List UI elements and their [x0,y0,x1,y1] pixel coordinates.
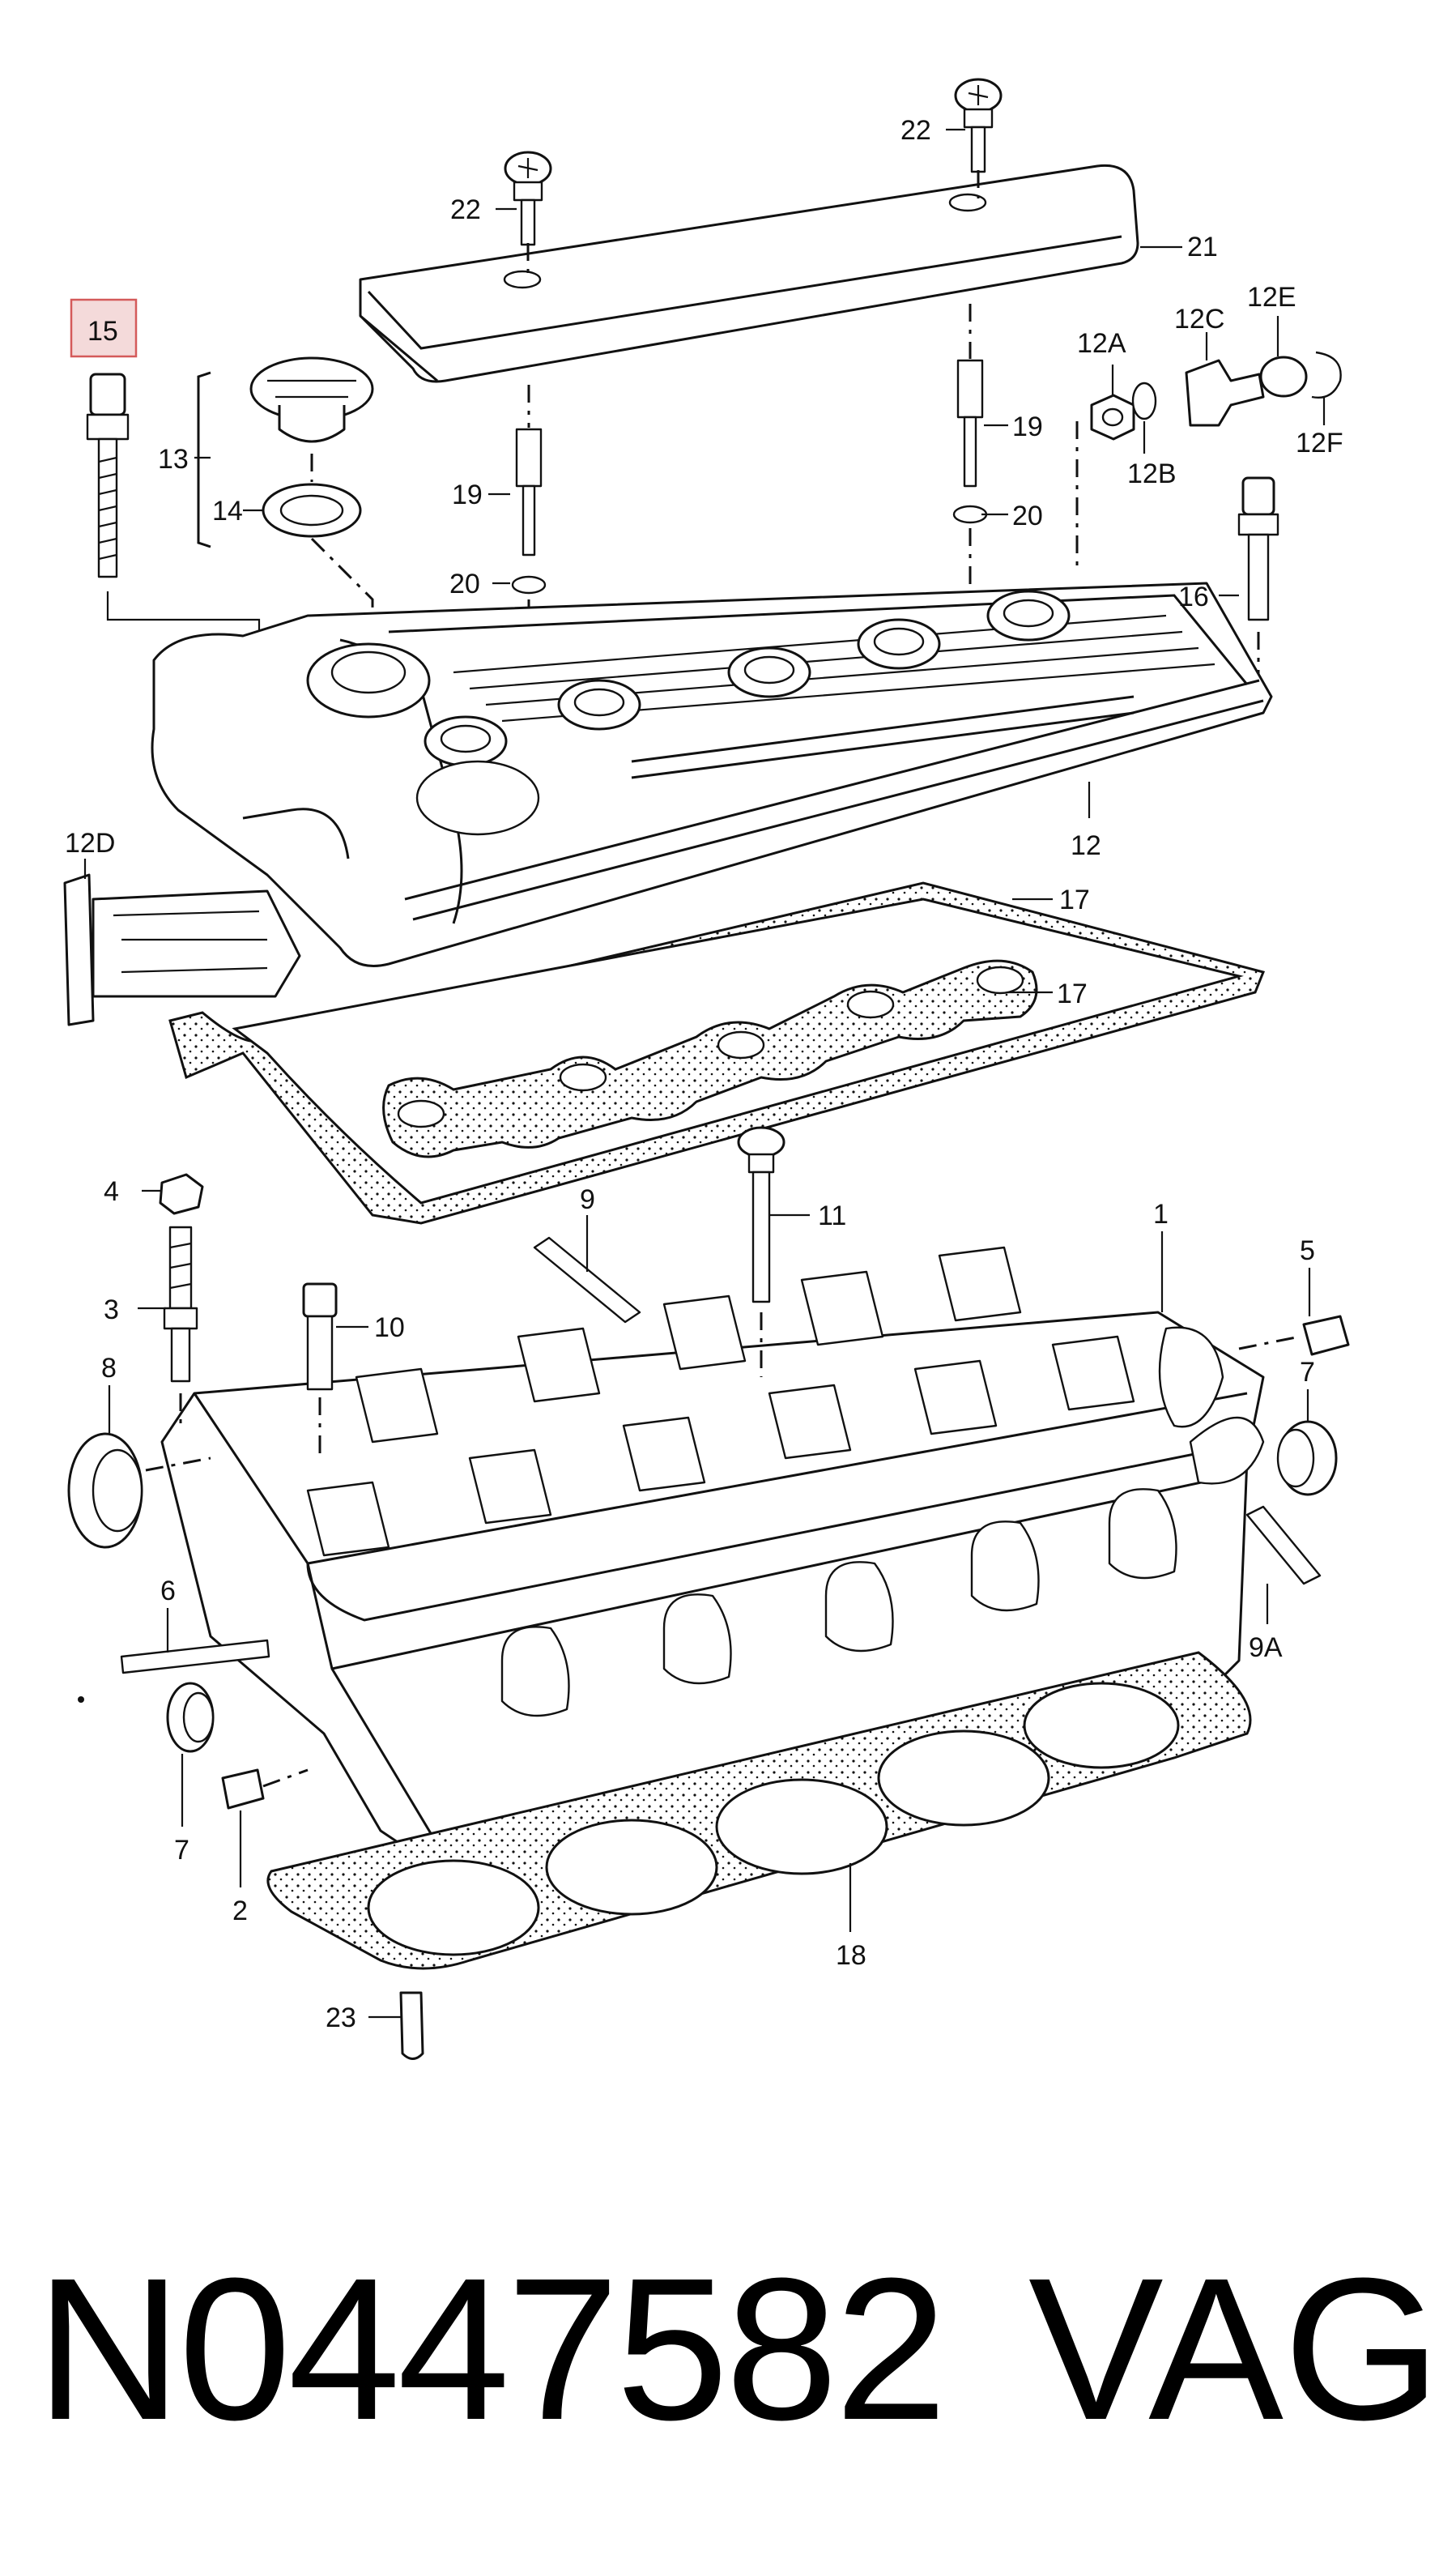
callout-9[interactable]: 9 [580,1184,595,1215]
callout-15[interactable]: 15 [87,316,118,347]
callout-8[interactable]: 8 [101,1353,117,1384]
callout-22-right[interactable]: 22 [900,115,931,146]
bolt-11 [737,1126,785,1377]
callout-20-right[interactable]: 20 [1012,501,1043,531]
callout-3[interactable]: 3 [104,1294,119,1325]
callout-5[interactable]: 5 [1300,1235,1315,1266]
callout-labels: 15 22 22 21 13 14 19 19 20 20 12A 12C 12… [65,115,1343,2033]
seal-8 [67,1432,211,1549]
cap-7-right [1276,1420,1338,1496]
head-gasket [266,1651,1252,1970]
stray-dot [78,1696,84,1703]
callout-12c[interactable]: 12C [1174,304,1224,335]
brand-name: VAG [1028,2236,1439,2462]
valve-cover [151,582,1273,967]
highlight-box-15 [70,298,138,358]
bolt-15 [86,373,261,640]
stud-19-left [511,385,547,713]
callout-4[interactable]: 4 [104,1176,119,1207]
callout-12e[interactable]: 12E [1247,282,1296,313]
callout-21[interactable]: 21 [1187,232,1218,262]
callout-11[interactable]: 11 [818,1201,846,1231]
guide-10 [302,1282,338,1458]
callout-12[interactable]: 12 [1071,830,1101,861]
leader-lines [83,128,1326,2019]
plug-2 [221,1768,309,1810]
callout-12f[interactable]: 12F [1296,428,1343,458]
callout-18[interactable]: 18 [836,1940,866,1971]
callout-12a[interactable]: 12A [1077,328,1126,359]
footer: N0447582 VAG [0,2236,1439,2463]
breather-fittings [1075,351,1342,567]
fitting-12d [63,873,301,1026]
callout-9a[interactable]: 9A [1249,1632,1283,1663]
oil-filler-cap [197,356,374,632]
screw-22-right [954,78,1003,198]
plug-5 [1238,1315,1350,1356]
callout-7-left[interactable]: 7 [174,1835,189,1866]
callout-12d[interactable]: 12D [65,828,115,859]
callout-20-left[interactable]: 20 [449,569,480,599]
bolt-16 [1237,476,1279,680]
cover-strip [359,164,1139,383]
dowel-23 [399,1991,424,2060]
callout-2[interactable]: 2 [232,1896,248,1926]
callout-10[interactable]: 10 [374,1312,405,1343]
callout-14[interactable]: 14 [212,496,243,527]
stud-3-nut-4 [159,1173,204,1426]
callout-17-lower[interactable]: 17 [1057,979,1088,1009]
callout-1[interactable]: 1 [1153,1199,1169,1230]
callout-17-upper[interactable]: 17 [1059,885,1090,915]
callout-22-left[interactable]: 22 [450,194,481,225]
stud-19-right [952,304,988,632]
cap-7-left [166,1682,215,1753]
stud-9 [533,1236,641,1324]
stud-6 [120,1639,270,1674]
screw-22-left [504,151,552,275]
callout-23[interactable]: 23 [326,2002,356,2033]
exploded-parts-diagram: 15 22 22 21 13 14 19 19 20 20 12A 12C 12… [63,78,1350,2060]
callout-12b[interactable]: 12B [1127,458,1177,489]
callout-6[interactable]: 6 [160,1576,176,1606]
stud-9a [1245,1505,1322,1585]
callout-19-right[interactable]: 19 [1012,412,1043,442]
part-number: N0447582 [36,2236,947,2462]
cylinder-head [160,1246,1265,1881]
callout-16[interactable]: 16 [1178,582,1209,612]
callout-7-right[interactable]: 7 [1300,1357,1315,1388]
callout-19-left[interactable]: 19 [452,480,483,510]
callout-13[interactable]: 13 [158,444,189,475]
spark-plug-seal [382,959,1038,1158]
